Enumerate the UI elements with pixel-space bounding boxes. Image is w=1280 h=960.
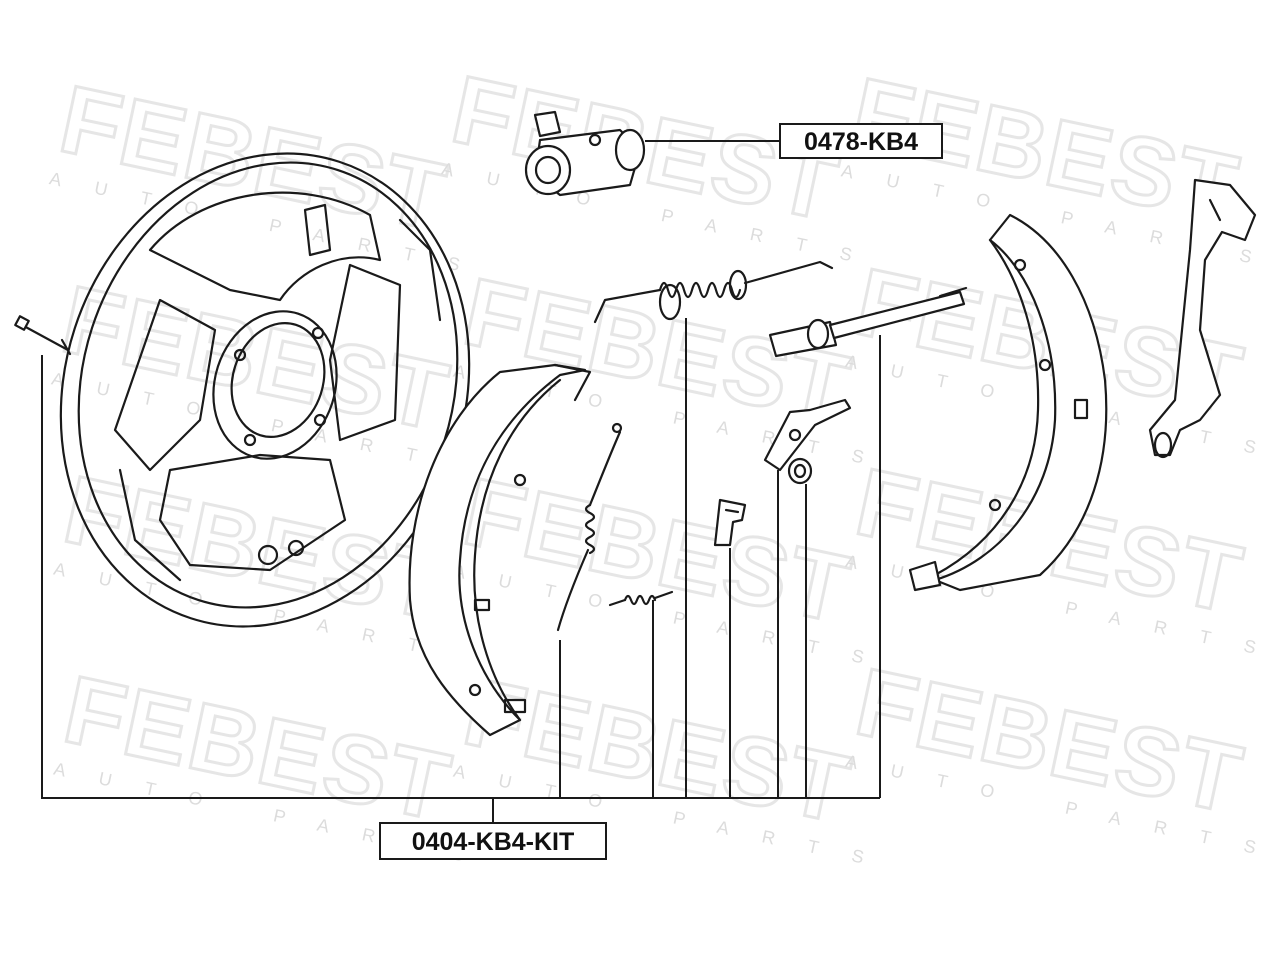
parking-brake-lever <box>1148 178 1257 459</box>
callout-leaders <box>41 140 881 823</box>
adjuster-spring-small <box>608 590 674 607</box>
callout-wheel-cylinder: 0478-KB4 <box>779 123 943 159</box>
wheel-cylinder <box>524 110 646 197</box>
brake-shoe-right <box>908 213 1108 592</box>
adjuster-strut <box>768 286 968 358</box>
retainer-clip <box>713 498 747 547</box>
kit-part-number: 0404-KB4-KIT <box>412 828 575 856</box>
brake-shoe-left <box>408 363 592 737</box>
return-spring-upper <box>593 260 834 324</box>
shoe-spring-long <box>556 422 623 632</box>
adjuster-lever <box>763 398 852 472</box>
callout-kit: 0404-KB4-KIT <box>379 822 607 860</box>
hold-down-pin <box>14 315 72 356</box>
washer <box>787 457 813 485</box>
wheel-cylinder-part-number: 0478-KB4 <box>804 128 918 156</box>
